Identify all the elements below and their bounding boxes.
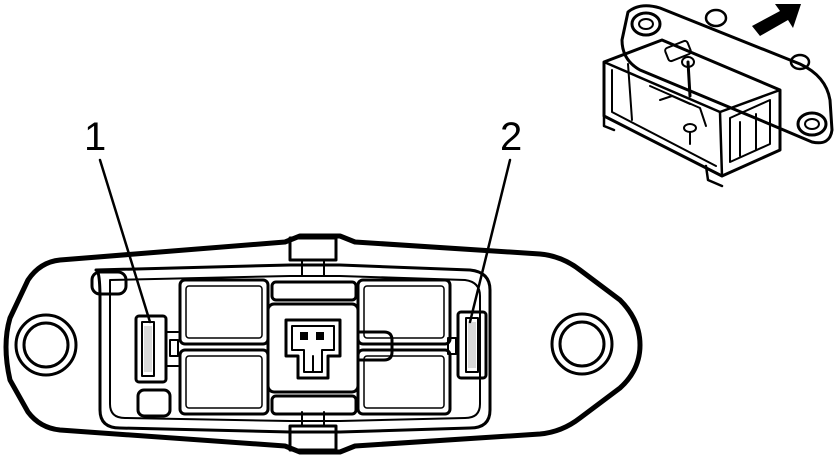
connector-terminal-a	[300, 332, 308, 340]
connector-terminal-b	[316, 332, 324, 340]
left-retaining-clip	[134, 314, 179, 418]
callout-1-label: 1	[84, 115, 106, 159]
installed-view-inset	[602, 4, 834, 188]
callout-1-leader	[98, 158, 152, 324]
callout-2-leader	[468, 158, 512, 324]
left-mounting-hole	[14, 313, 78, 377]
electrical-connector	[266, 302, 394, 394]
arrow-up-right-icon	[752, 4, 801, 36]
resistor-element-bottom-left	[178, 348, 270, 416]
top-locating-tab	[288, 236, 338, 276]
callout-1: 1	[84, 115, 152, 324]
right-mounting-hole	[550, 312, 614, 376]
callout-2-label: 2	[500, 115, 522, 159]
resistor-element-top-right	[356, 278, 452, 346]
resistor-module	[3, 233, 643, 455]
callout-2: 2	[468, 115, 522, 324]
mounting-flange	[3, 233, 643, 455]
resistor-element-top-left	[178, 278, 270, 346]
